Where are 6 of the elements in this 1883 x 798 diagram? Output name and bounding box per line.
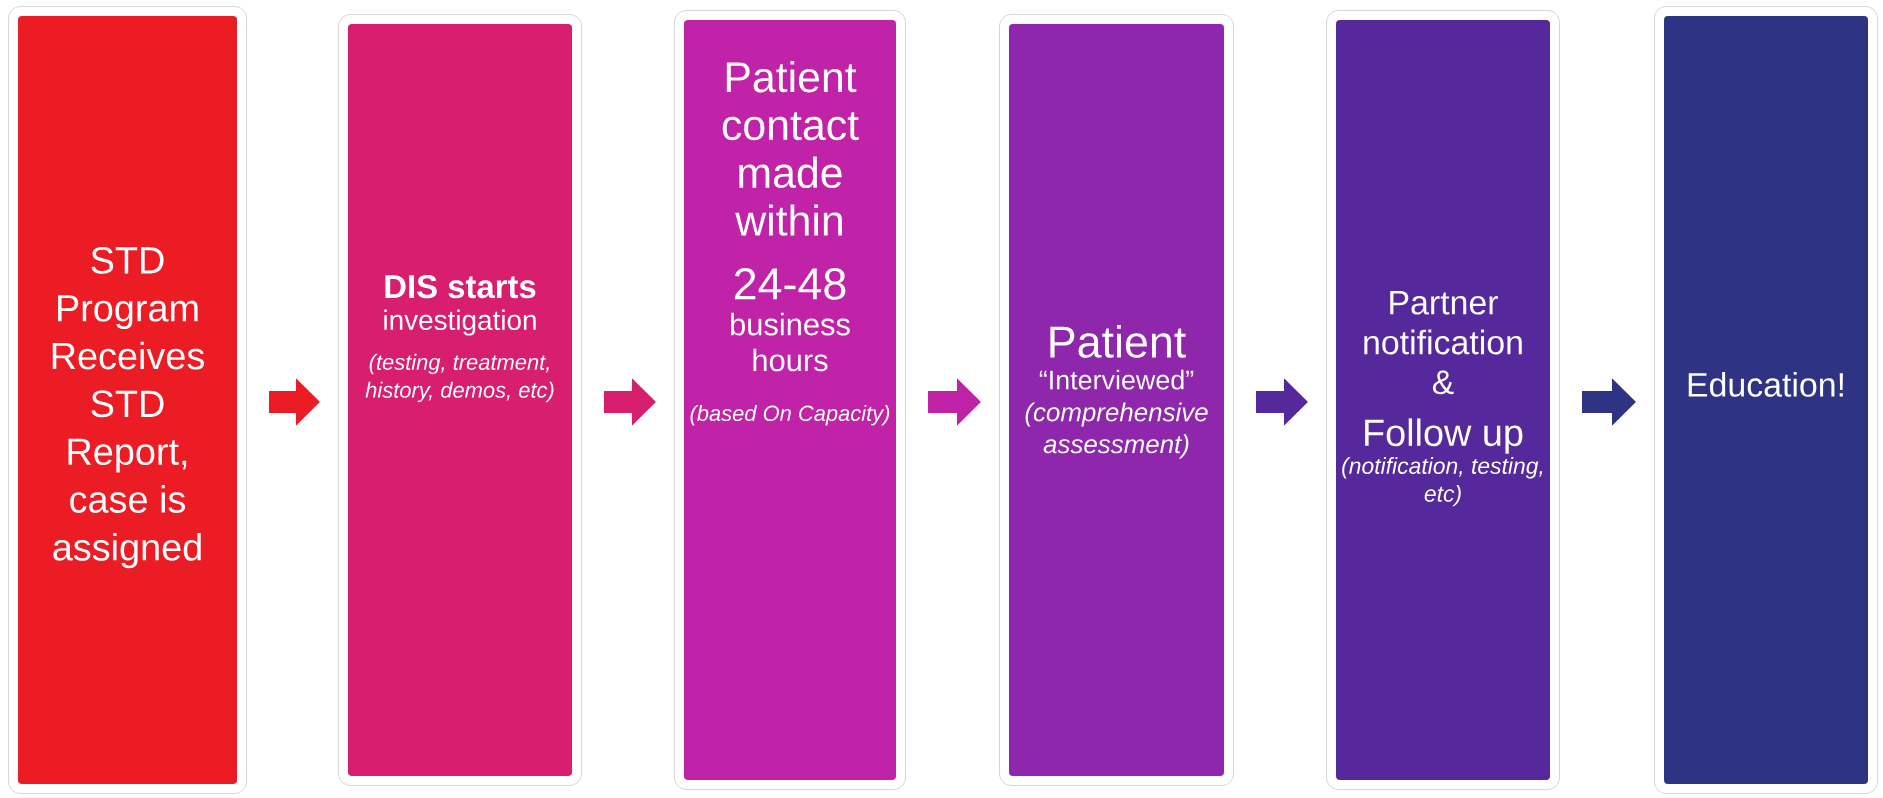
process-box: DIS starts investigation (testing, treatment, history, demos, etc) bbox=[336, 12, 584, 788]
process-box: Patient contact made within 24-48 business hours (based On Capacity) bbox=[672, 8, 908, 792]
process-box: STD Program Receives STD Report, case is assigned bbox=[6, 4, 249, 796]
process-box: Patient “Interviewed” (comprehensive assessment) bbox=[997, 12, 1236, 788]
process-box: Education! bbox=[1652, 4, 1880, 796]
process-box: Partner notification & Follow up (notification, testing, etc) bbox=[1324, 8, 1562, 792]
